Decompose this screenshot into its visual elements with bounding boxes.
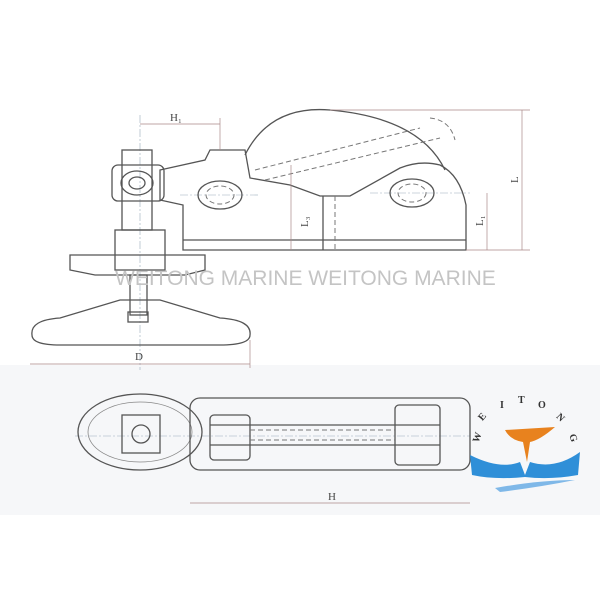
weitong-logo: W E I T O N G [470,395,580,492]
dim-l-label: L [509,176,521,183]
pin-left [197,180,243,210]
watermark: WEITONG MARINE WEITONG MARINE [115,267,496,290]
logo-wave-icon [470,452,580,479]
svg-text:G: G [566,432,579,443]
stem-top [121,414,161,454]
stem [121,149,153,231]
dimensions-side: H₁ L L₁ L₃ D [30,109,530,368]
svg-text:O: O [538,400,546,411]
svg-text:W: W [471,431,485,444]
svg-text:I: I [500,400,504,411]
chock-body [159,149,467,251]
svg-text:T: T [518,395,525,406]
lower-stem [129,274,148,316]
collar [114,229,166,271]
dim-h1-label: H₁ [170,112,182,124]
top-view [75,393,471,471]
logo-t-icon [505,427,555,462]
dim-h-label: H [328,491,336,503]
pin-right [389,178,435,208]
dim-l1-label: L₁ [474,215,486,226]
body-top [189,397,471,471]
disc-top [77,393,203,471]
dim-d-label: D [135,351,143,363]
side-view [31,108,470,370]
dimensions-top: H [190,491,470,504]
eye-bolt [111,164,165,202]
dim-l3-label: L₃ [299,216,311,227]
base-disc [31,299,251,346]
